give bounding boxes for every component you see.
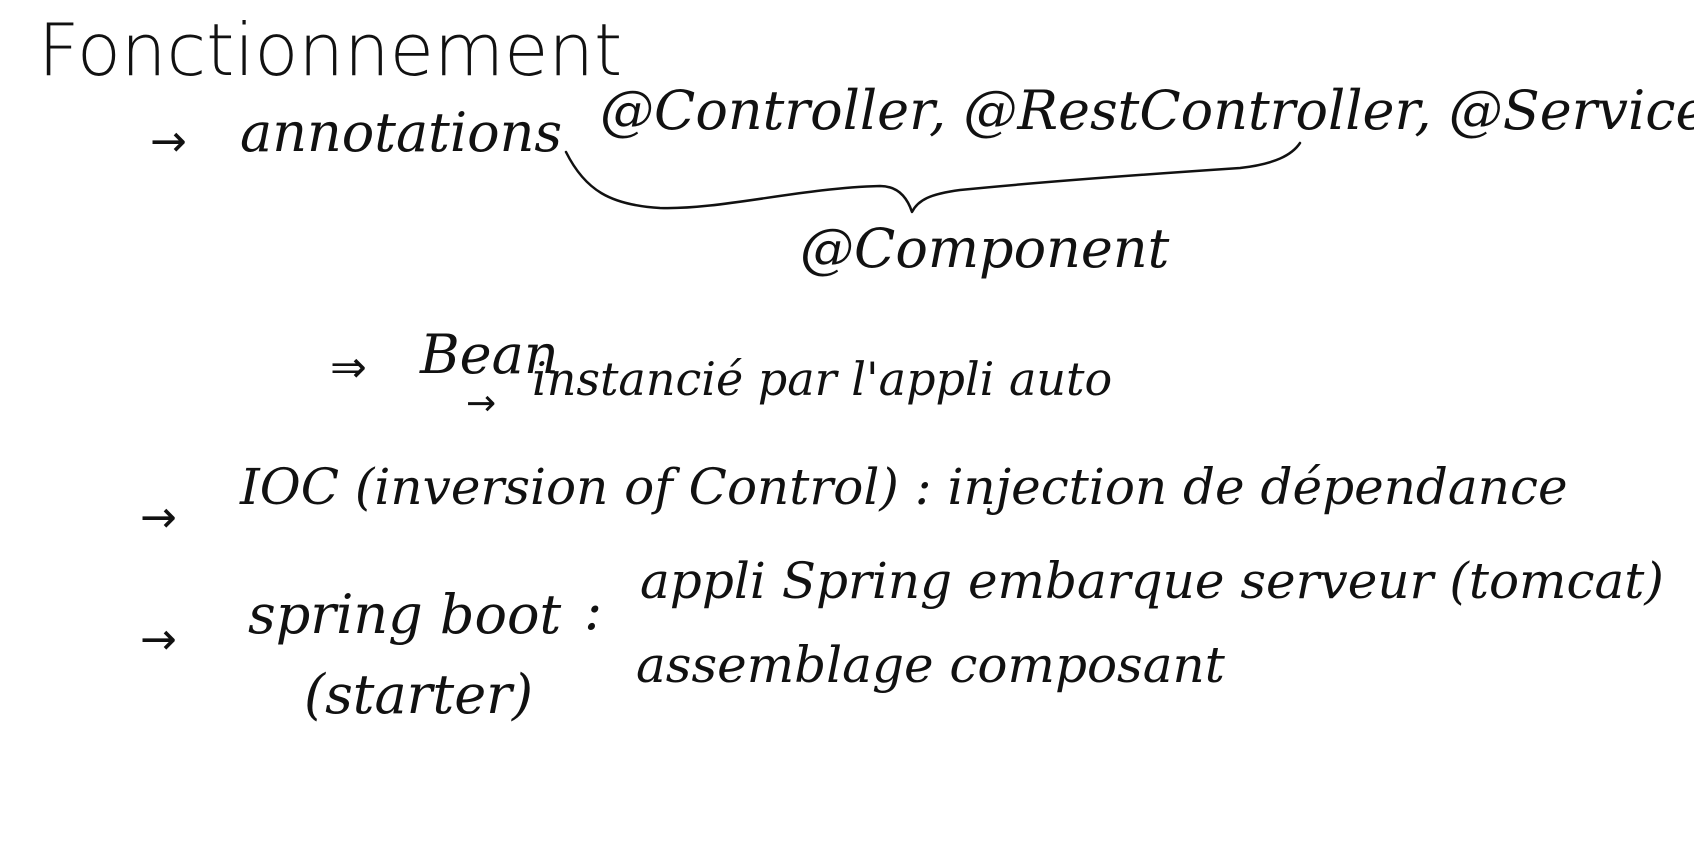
spring-boot-label: spring boot (248, 583, 562, 646)
component-annotation: @Component (800, 217, 1170, 280)
annotations-label: annotations (240, 101, 563, 164)
page-title: Fonctionnement (38, 8, 623, 92)
arrow-icon: → (466, 383, 497, 424)
arrow-icon: → (150, 116, 187, 167)
bean-detail: instancié par l'appli auto (532, 352, 1113, 406)
spring-boot-detail-1: appli Spring embarque serveur (tomcat) (640, 552, 1664, 610)
spring-boot-detail-2: assemblage composant (636, 636, 1225, 694)
annotations-list: @Controller, @RestController, @Service (600, 79, 1694, 142)
colon-separator: : (584, 579, 603, 642)
double-arrow-icon: ⇒ (330, 342, 367, 393)
bean-label: Bean (420, 323, 559, 386)
starter-label: (starter) (304, 663, 534, 726)
ioc-line: IOC (inversion of Control) : injection d… (240, 458, 1568, 516)
arrow-icon: → (140, 614, 177, 665)
arrow-icon: → (140, 492, 177, 543)
